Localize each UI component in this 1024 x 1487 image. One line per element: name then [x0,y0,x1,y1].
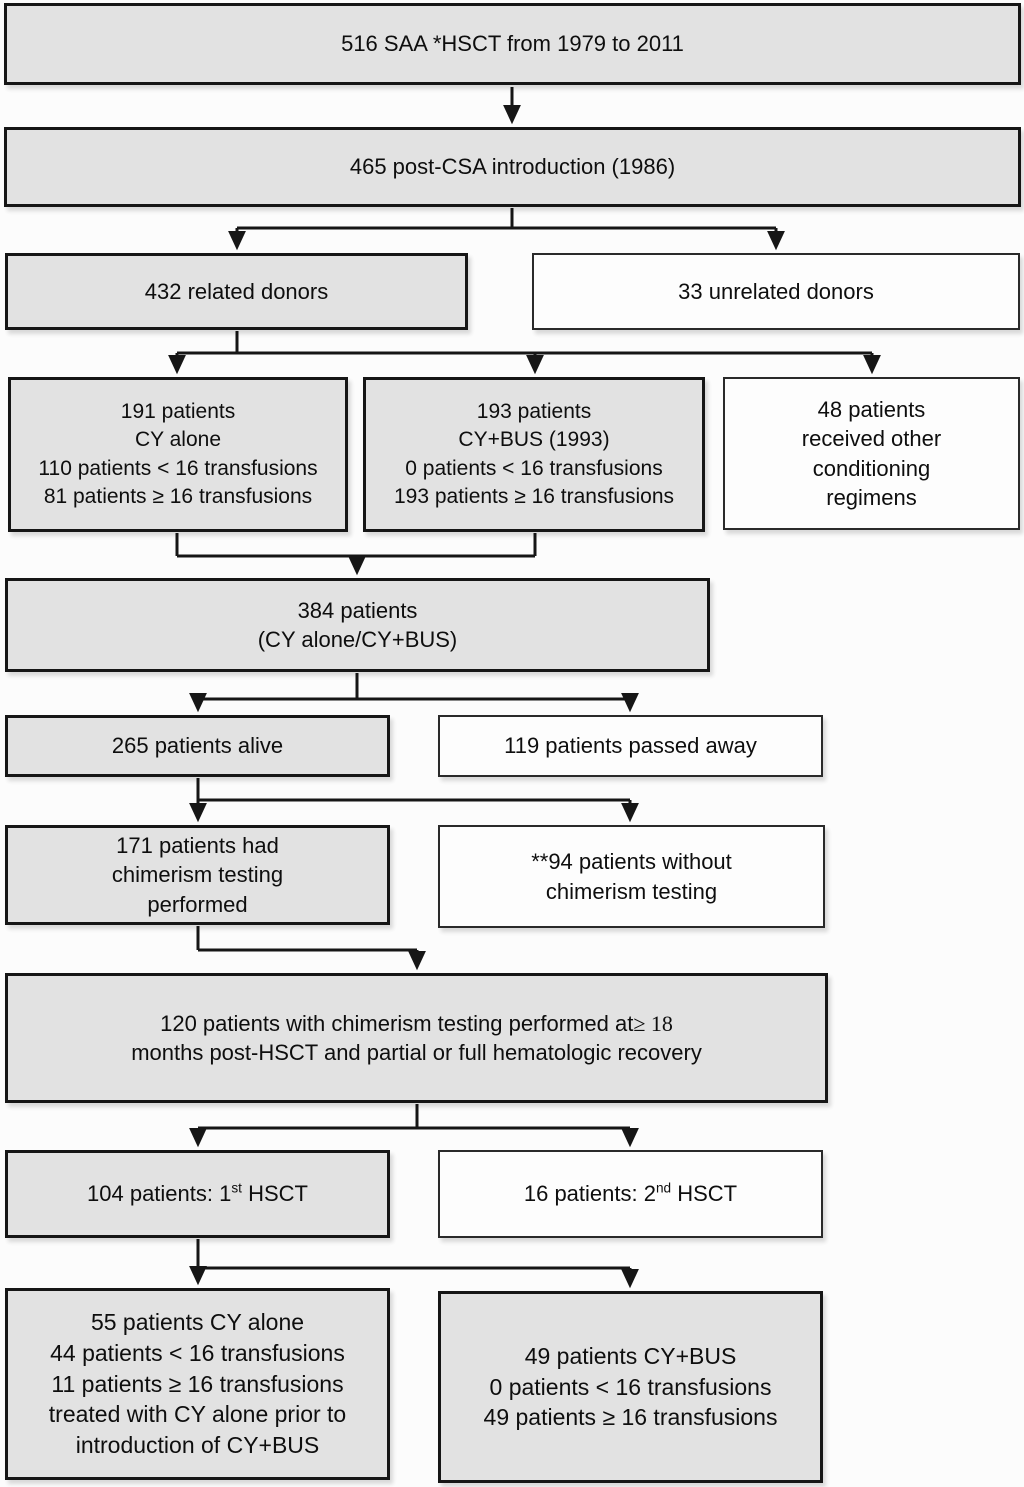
box-alive: 265 patients alive [5,715,390,777]
box-text: 49 patients ≥ 16 transfusions [483,1404,778,1431]
box-cy-alone: 191 patients CY alone 110 patients < 16 … [8,377,348,532]
box-text: months post-HSCT and partial or full hem… [131,1040,702,1065]
box-related-donors: 432 related donors [5,253,468,330]
box-text: 110 patients < 16 transfusions [38,456,318,480]
box-text-part: HSCT [671,1181,738,1207]
box-text: chimerism testing [111,862,284,888]
box-text: 384 patients [297,597,418,623]
box-text: treated with CY alone prior to [48,1401,347,1428]
box-text-part: 16 patients: 2 [523,1181,656,1207]
box-text: 0 patients < 16 transfusions [405,456,663,480]
box-text: introduction of CY+BUS [75,1432,320,1459]
box-text-part: HSCT [241,1181,308,1207]
box-text: 120 patients with chimerism testing perf… [160,1009,673,1038]
box-text: chimerism testing [545,878,718,904]
box-final-cy-alone: 55 patients CY alone 44 patients < 16 tr… [5,1288,390,1480]
box-text-math: ≥ 18 [633,1010,673,1036]
box-text: 465 post-CSA introduction (1986) [349,154,676,180]
box-text: 81 patients ≥ 16 transfusions [43,484,313,508]
box-text: received other [801,426,942,452]
box-text: **94 patients without [531,849,732,875]
box-text: regimens [826,484,917,510]
box-chimerism-18-months: 120 patients with chimerism testing perf… [5,973,828,1103]
box-text: 11 patients ≥ 16 transfusions [51,1370,344,1397]
box-final-cy-bus: 49 patients CY+BUS 0 patients < 16 trans… [438,1291,823,1483]
box-text: CY+BUS (1993) [458,428,610,452]
box-text: 193 patients [476,400,592,424]
box-text: 0 patients < 16 transfusions [489,1373,772,1400]
box-unrelated-donors: 33 unrelated donors [532,253,1020,330]
box-passed-away: 119 patients passed away [438,715,823,777]
box-text: CY alone [134,428,221,452]
box-chimerism-done: 171 patients had chimerism testing perfo… [5,825,390,925]
ordinal-superscript: nd [655,1180,672,1196]
box-combined-384: 384 patients (CY alone/CY+BUS) [5,578,710,672]
box-text: (CY alone/CY+BUS) [257,627,458,652]
box-cy-bus: 193 patients CY+BUS (1993) 0 patients < … [363,377,705,532]
box-chimerism-not-done: **94 patients without chimerism testing [438,825,825,928]
box-text: 432 related donors [144,278,329,304]
box-text: conditioning [812,455,931,481]
connector-arrows [168,87,881,1289]
box-text: 104 patients: 1st HSCT [87,1179,308,1208]
box-text: 171 patients had [116,832,279,858]
box-other-regimens: 48 patients received other conditioning … [723,377,1020,530]
box-text: 55 patients CY alone [90,1308,305,1335]
box-text: 44 patients < 16 transfusions [50,1339,345,1366]
box-text: 191 patients [120,400,236,424]
box-text: 265 patients alive [111,733,284,759]
box-total-hsct: 516 SAA *HSCT from 1979 to 2011 [4,3,1021,85]
ordinal-superscript: st [231,1180,242,1196]
box-text: 48 patients [817,396,926,422]
box-text: 16 patients: 2nd HSCT [524,1179,737,1208]
box-text: 33 unrelated donors [678,278,874,304]
box-text: 516 SAA *HSCT from 1979 to 2011 [341,31,684,57]
box-post-csa: 465 post-CSA introduction (1986) [4,127,1021,207]
box-text-part: 120 patients with chimerism testing perf… [160,1010,634,1036]
box-second-hsct: 16 patients: 2nd HSCT [438,1150,823,1238]
box-text: performed [147,891,248,917]
box-text: 119 patients passed away [504,733,757,759]
box-text: 193 patients ≥ 16 transfusions [393,484,675,508]
box-text-part: 104 patients: 1 [87,1181,232,1207]
box-text: 49 patients CY+BUS [524,1342,737,1369]
connector-trunks [175,208,872,1270]
box-first-hsct: 104 patients: 1st HSCT [5,1150,390,1238]
